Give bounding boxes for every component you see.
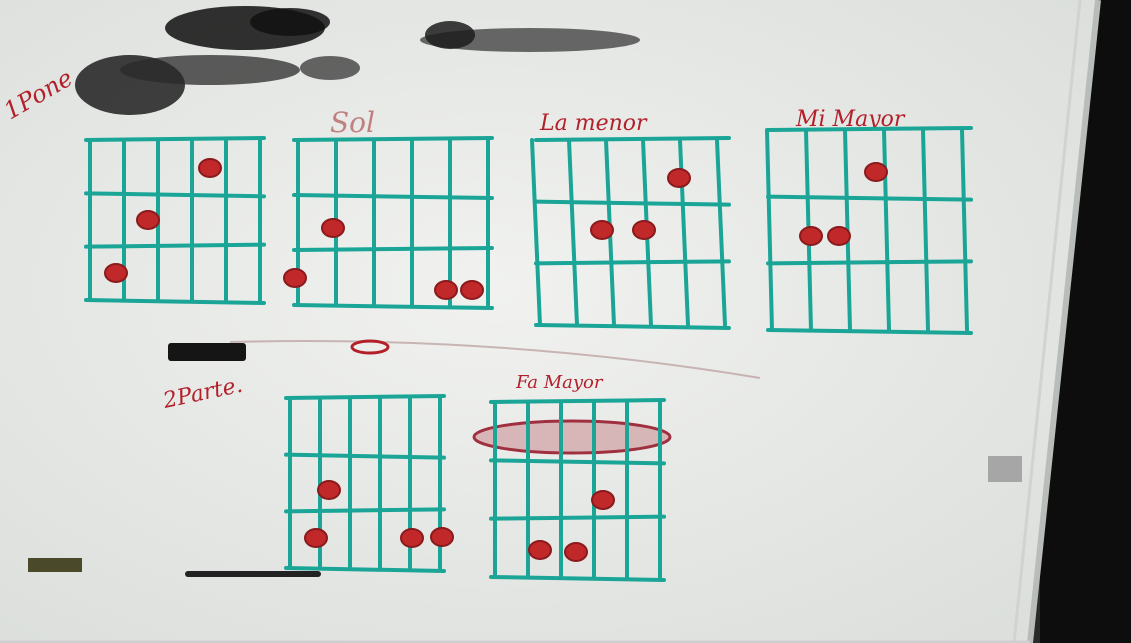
finger-dot [828,227,850,245]
fret-line [286,509,444,511]
finger-dot [199,159,221,177]
chord-label-fa-mayor: Fa Mayor [515,372,604,393]
fret-line [286,396,444,398]
finger-dot [305,529,327,547]
finger-dot [800,227,822,245]
finger-dot [591,221,613,239]
finger-dot [633,221,655,239]
fret-line [86,138,264,140]
chord-label-la-menor: La menor [539,111,648,136]
finger-dot [137,211,159,229]
fret-line [491,517,664,519]
finger-dot [401,529,423,547]
chord-label-sol: Sol [330,106,375,139]
fret-line [86,245,264,247]
finger-dot [431,528,453,546]
finger-dot [592,491,614,509]
fret-line [491,400,664,402]
fret-line [536,138,729,140]
fret-line [768,261,971,263]
fret-line [294,138,492,140]
finger-dot [461,281,483,299]
finger-dot [565,543,587,561]
finger-dot [284,269,306,287]
finger-dot [529,541,551,559]
fret-line [294,248,492,250]
finger-dot [318,481,340,499]
finger-dot [105,264,127,282]
finger-dot [322,219,344,237]
finger-dot [668,169,690,187]
finger-dot [435,281,457,299]
fret-line [536,261,729,263]
fret-line [768,128,971,130]
finger-dot [865,163,887,181]
